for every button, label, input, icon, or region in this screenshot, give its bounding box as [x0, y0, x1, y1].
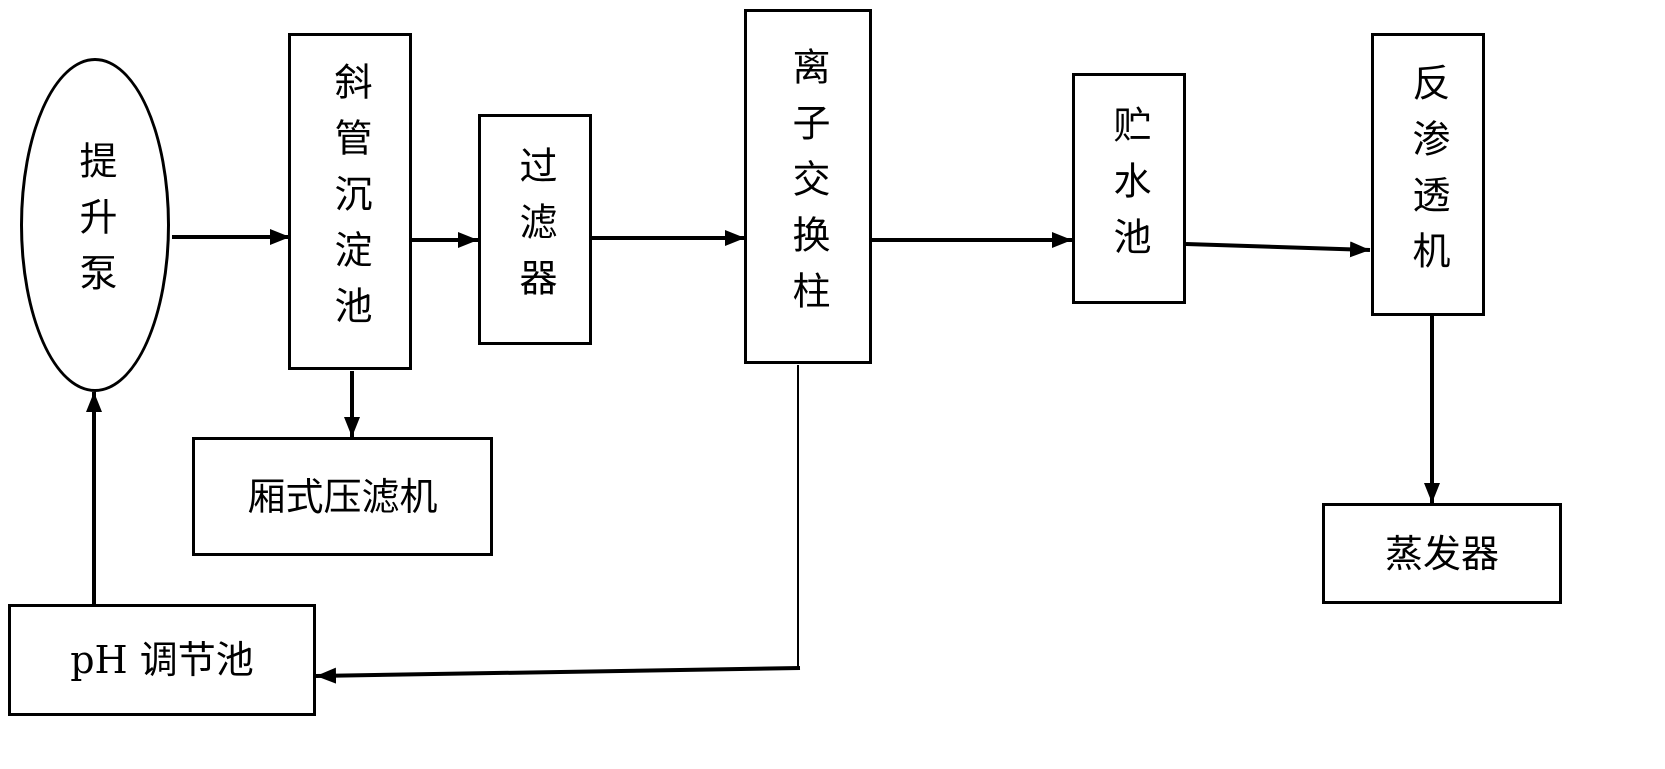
ph-tank-node: pH 调节池 — [8, 604, 316, 716]
filter-node: 过滤器 — [478, 114, 592, 345]
chamber-filter-press-label: 厢式压滤机 — [247, 474, 438, 519]
return-line-ion-to-ph — [797, 365, 800, 669]
inclined-tube-tank-label: 斜管沉淀池 — [328, 61, 372, 342]
ph-tank-label: pH 调节池 — [70, 638, 254, 682]
lift-pump-node: 提升泵 — [20, 58, 170, 392]
lift-pump-label: 提升泵 — [73, 141, 117, 309]
ion-exchange-column-node: 离子交换柱 — [744, 9, 872, 364]
reverse-osmosis-node: 反渗透机 — [1371, 33, 1485, 316]
evaporator-node: 蒸发器 — [1322, 503, 1562, 604]
arrow-return-to-ph — [315, 666, 801, 684]
storage-tank-label: 贮水池 — [1107, 104, 1151, 273]
filter-label: 过滤器 — [513, 145, 557, 314]
evaporator-label: 蒸发器 — [1384, 531, 1499, 576]
arrow-storage-to-ro — [1185, 241, 1371, 258]
storage-tank-node: 贮水池 — [1072, 73, 1186, 304]
reverse-osmosis-label: 反渗透机 — [1406, 62, 1450, 287]
inclined-tube-tank-node: 斜管沉淀池 — [288, 33, 412, 370]
ion-exchange-column-label: 离子交换柱 — [786, 46, 830, 327]
chamber-filter-press-node: 厢式压滤机 — [192, 437, 493, 556]
